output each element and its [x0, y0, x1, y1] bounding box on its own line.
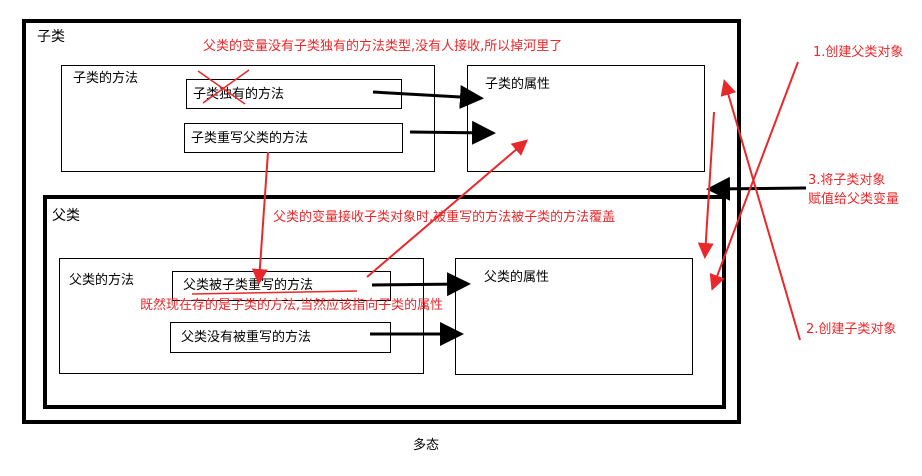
arrow-parent-overridden-to-attr: [371, 272, 471, 297]
child-attributes-box: [467, 65, 705, 172]
annotation-overridden: 父类的变量接收子类对象时,被重写的方法被子类的方法覆盖: [273, 210, 616, 225]
annotation-points-to-child-attr: 既然现在存的是子类的方法,当然应该指向子类的属性: [140, 298, 444, 313]
cross-stroke-b: [202, 69, 250, 104]
parent-class-label: 父类: [52, 208, 80, 224]
parent-overridden-method-label: 父类被子类重写的方法: [183, 278, 314, 293]
arrow-step3-to-parent-box: [706, 176, 807, 201]
annotation-step3-line2: 赋值给父类变量: [808, 192, 900, 207]
child-attributes-label: 子类的属性: [485, 77, 551, 92]
arrow-step1-short: [697, 111, 715, 259]
annotation-step2: 2.创建子类对象: [806, 322, 897, 337]
annotation-step3-line1: 3.将子类对象: [808, 173, 886, 188]
child-class-label: 子类: [37, 29, 65, 45]
parent-attributes-label: 父类的属性: [484, 270, 550, 285]
parent-methods-box: [59, 258, 424, 374]
child-methods-box: [61, 65, 435, 172]
arrow-parent-to-child-attr: [366, 139, 529, 278]
parent-not-overridden-method-box: [170, 322, 391, 353]
annotation-no-receiver: 父类的变量没有子类独有的方法类型,没有人接收,所以掉河里了: [203, 39, 563, 54]
parent-not-overridden-method-label: 父类没有被重写的方法: [181, 330, 312, 345]
child-class-box: [22, 19, 741, 424]
cross-stroke-a: [197, 70, 246, 105]
child-override-method-box: [184, 123, 403, 153]
arrow-override-replaces-parent: [251, 151, 269, 285]
strike-overridden-method: [191, 290, 358, 295]
arrow-step1-create-parent: [709, 61, 799, 291]
child-methods-label: 子类的方法: [73, 71, 139, 86]
child-unique-method-label: 子类独有的方法: [193, 87, 285, 102]
parent-methods-label: 父类的方法: [69, 273, 135, 288]
arrow-step2-create-child: [720, 79, 801, 341]
annotation-step1: 1.创建父类对象: [813, 45, 904, 60]
arrow-child-unique-to-attr: [372, 84, 484, 109]
parent-class-box: [43, 195, 726, 409]
parent-attributes-box: [455, 258, 693, 375]
diagram-caption: 多态: [413, 438, 440, 453]
arrow-child-override-to-attr: [409, 120, 496, 145]
child-override-method-label: 子类重写父类的方法: [191, 131, 309, 146]
